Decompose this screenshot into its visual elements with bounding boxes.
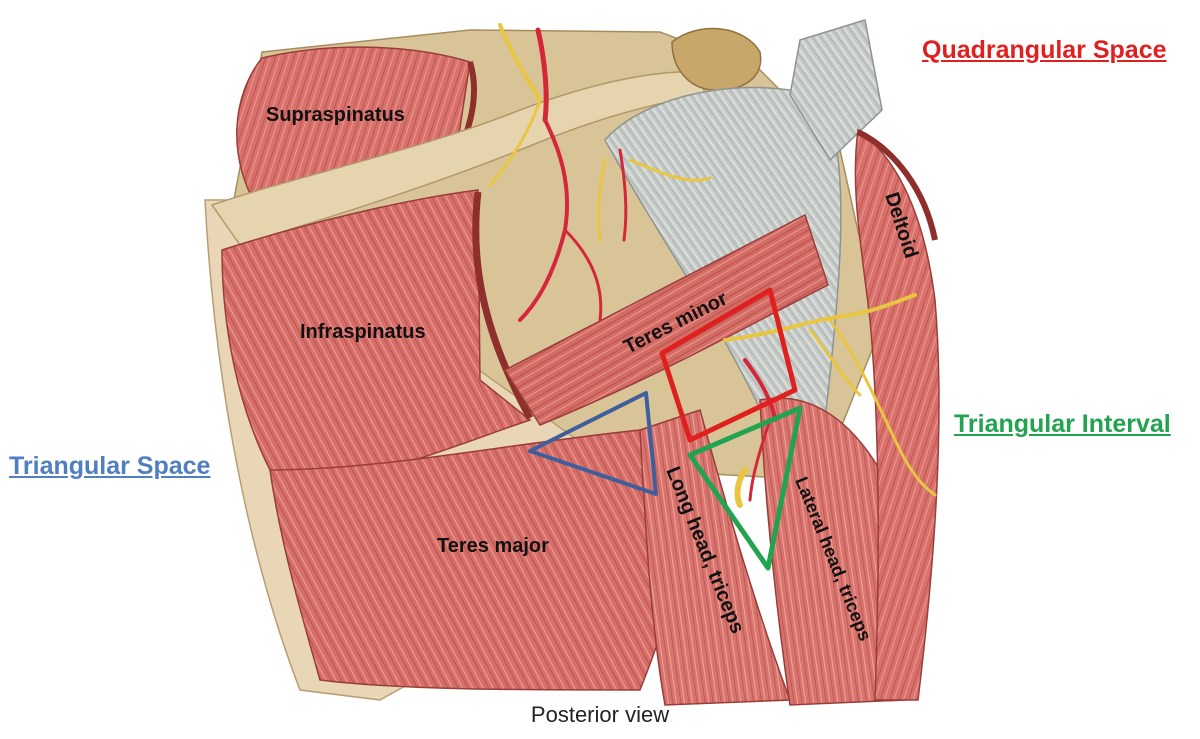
deltoid-cut-end (856, 129, 938, 241)
triangular-space-outline (528, 391, 658, 496)
quadrangular-space-outline (659, 287, 798, 443)
teres-major-muscle (269, 429, 691, 691)
acromion (671, 27, 762, 91)
infraspinatus-cut-end (472, 191, 534, 420)
nerves (488, 23, 937, 508)
triangular-interval-label: Triangular Interval (954, 410, 1171, 438)
quadrangular-space-label: Quadrangular Space (922, 36, 1167, 64)
arteries (518, 27, 777, 502)
infraspinatus-muscle (221, 189, 532, 481)
label-supraspinatus: Supraspinatus (266, 104, 405, 126)
label-teres-major: Teres major (437, 535, 549, 557)
view-caption: Posterior view (530, 702, 670, 727)
triangular-space-label: Triangular Space (9, 452, 211, 480)
deltoid-muscle (854, 128, 940, 701)
deltoid-tendon-strip (789, 19, 883, 162)
label-infraspinatus: Infraspinatus (300, 321, 426, 343)
triangular-interval-outline (687, 405, 803, 571)
